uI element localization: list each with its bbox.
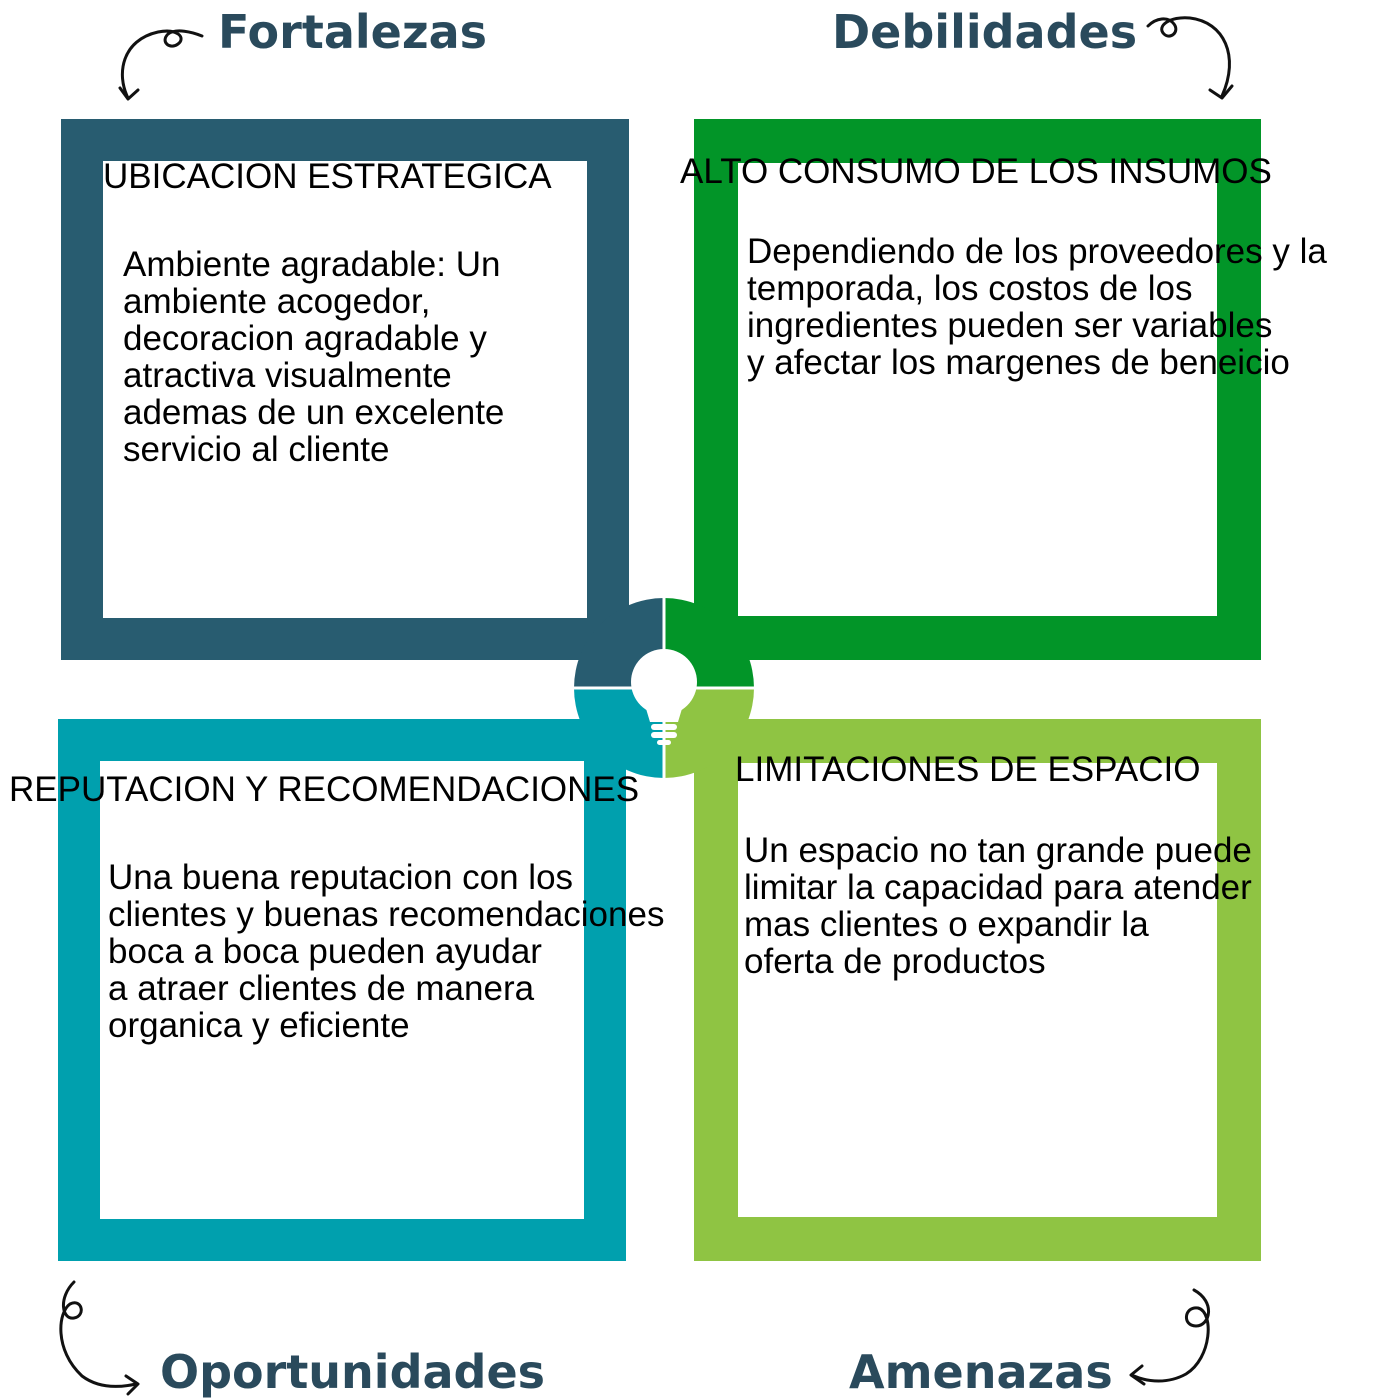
heading-amenazas: Amenazas	[849, 1345, 1113, 1399]
title-fortalezas: UBICACION ESTRATEGICA	[103, 157, 552, 196]
frame-debilidades	[694, 119, 1261, 660]
heading-fortalezas: Fortalezas	[218, 5, 488, 59]
text-fortalezas: Ambiente agradable: Un ambiente acogedor…	[123, 245, 505, 469]
text-oportunidades: Una buena reputacion con los clientes y …	[108, 858, 665, 1045]
frame-amenazas	[694, 719, 1261, 1261]
text-debilidades: Dependiendo de los proveedores y la temp…	[747, 232, 1327, 382]
title-debilidades: ALTO CONSUMO DE LOS INSUMOS	[680, 152, 1272, 191]
title-oportunidades: REPUTACION Y RECOMENDACIONES	[9, 770, 640, 809]
curly-arrow-icon-top-left	[118, 29, 204, 101]
center-puzzle	[574, 598, 754, 778]
title-amenazas: LIMITACIONES DE ESPACIO	[735, 750, 1201, 789]
curly-arrow-icon-top-right	[1146, 16, 1234, 100]
frame-oportunidades	[58, 719, 626, 1261]
heading-debilidades: Debilidades	[832, 5, 1138, 59]
curly-arrow-icon-bottom-left	[59, 1280, 140, 1396]
curly-arrow-icon-bottom-right	[1129, 1288, 1210, 1386]
heading-oportunidades: Oportunidades	[160, 1345, 546, 1399]
text-amenazas: Un espacio no tan grande puede limitar l…	[744, 831, 1252, 981]
lightbulb-icon	[631, 649, 697, 745]
frame-fortalezas	[61, 119, 629, 660]
